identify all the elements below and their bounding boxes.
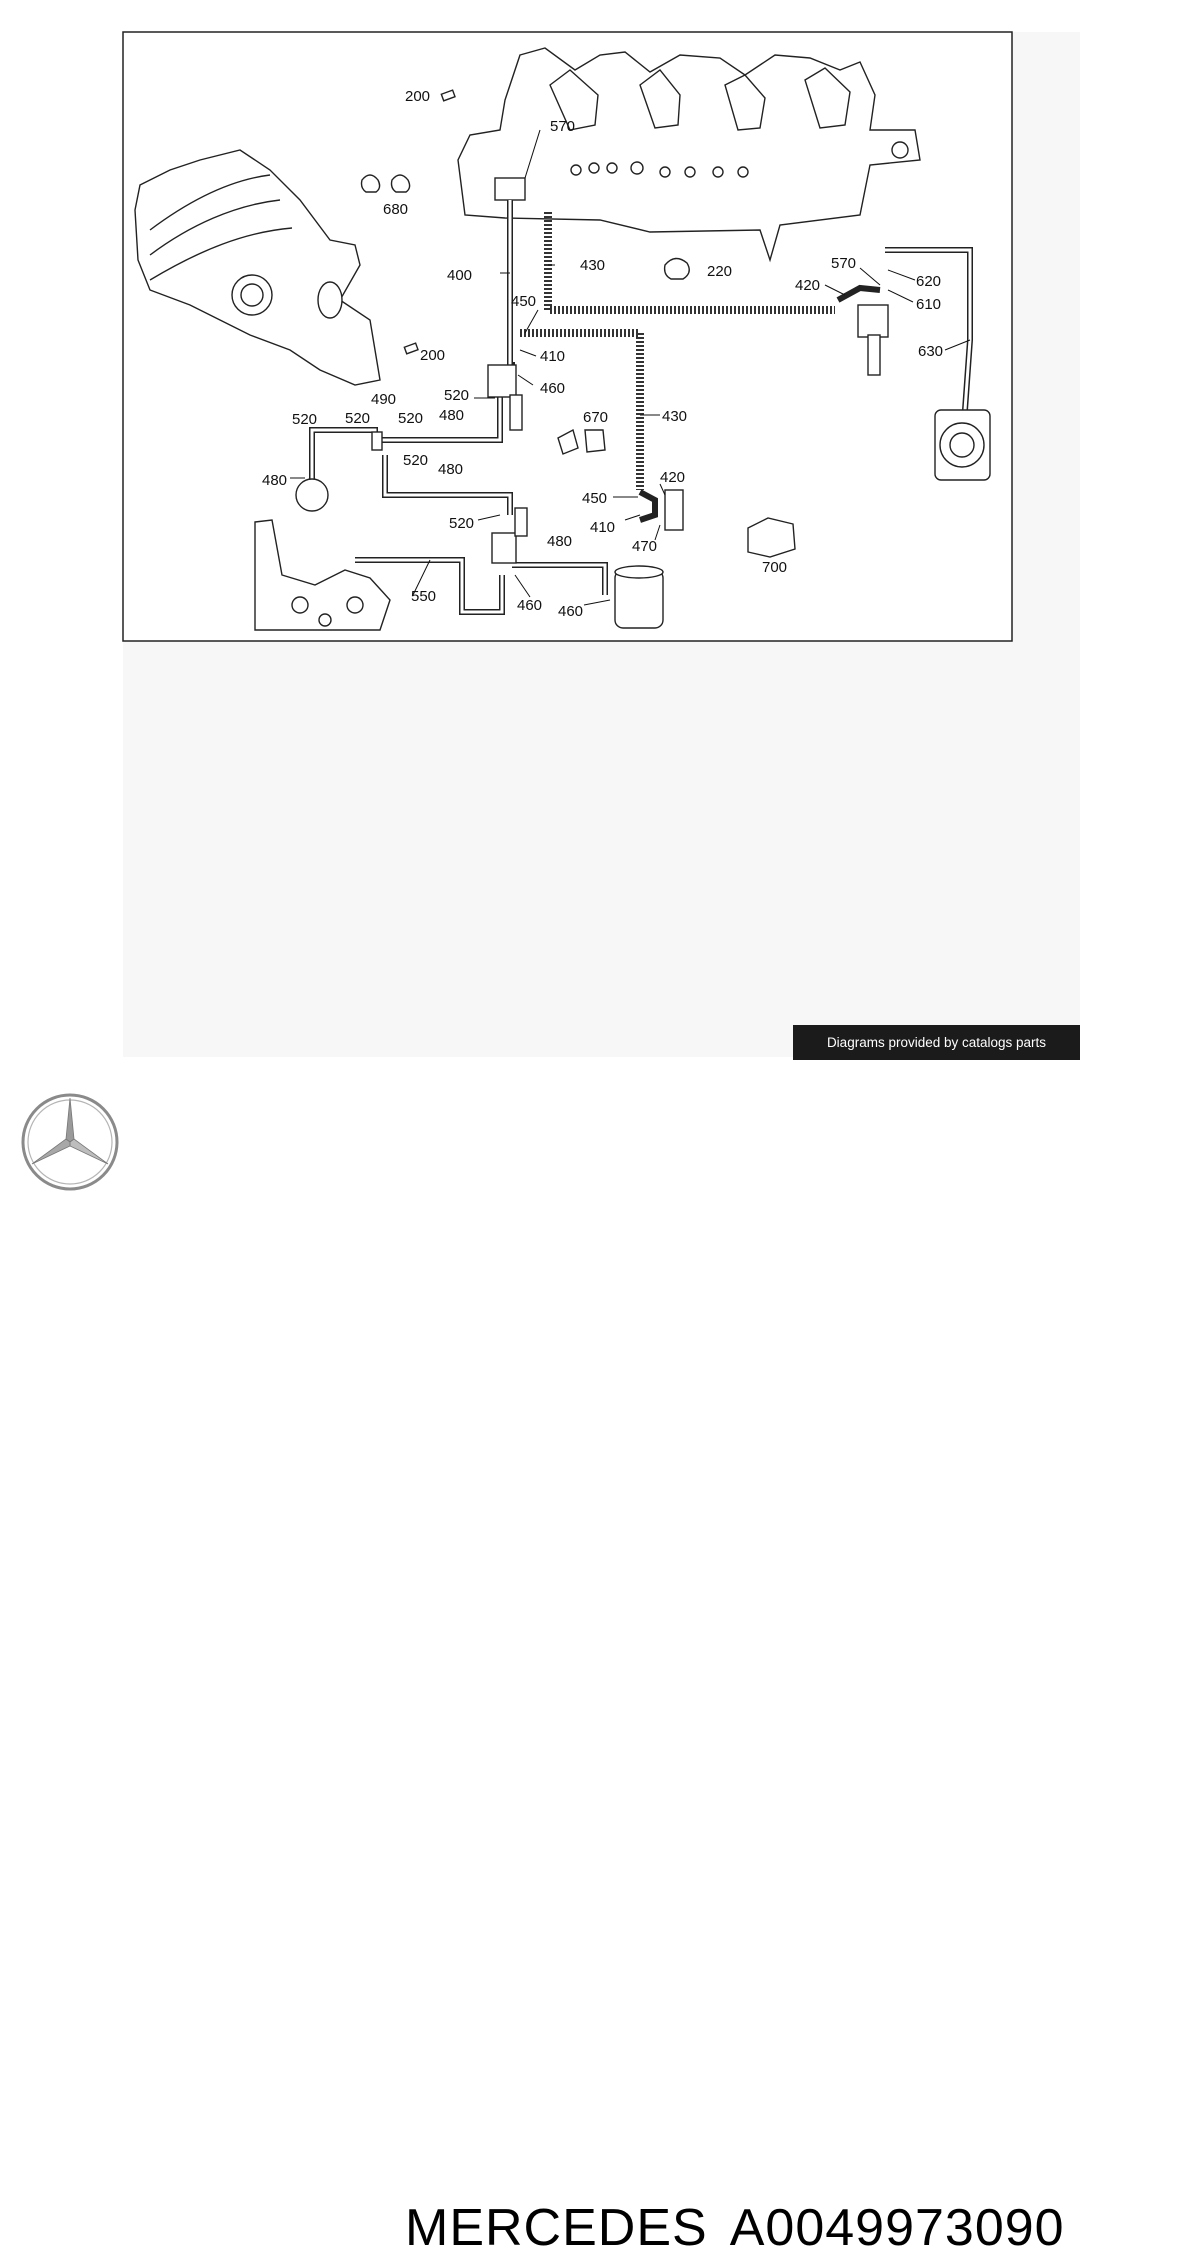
hose-430-upper (544, 212, 835, 314)
vacuum-reservoir-canister (614, 565, 664, 629)
check-valve-470 (664, 489, 684, 531)
callout-670: 670 (583, 409, 608, 426)
callout-200-plug: 200 (405, 88, 430, 105)
callout-550: 550 (411, 588, 436, 605)
vacuum-valve-upper (487, 364, 517, 398)
throttle-body-630 (934, 409, 991, 481)
t-connector-490 (371, 431, 383, 451)
callout-460-canister: 460 (558, 603, 583, 620)
hose-clamp-680-icon (360, 174, 411, 193)
transmission-housing (254, 519, 391, 631)
callout-520-valve: 520 (444, 387, 469, 404)
part-number: A0049973090 (729, 2199, 1065, 2257)
vacuum-valve-lower (491, 532, 517, 564)
callout-630: 630 (918, 343, 943, 360)
callout-200-manifold: 200 (420, 347, 445, 364)
callout-450-lower: 450 (582, 490, 607, 507)
brand-name: MERCEDES (405, 2199, 708, 2257)
hose-430-lower (520, 329, 644, 490)
callout-570-right: 570 (831, 255, 856, 272)
callout-700: 700 (762, 559, 787, 576)
hose-420-lower (638, 489, 658, 523)
leader-lines (290, 129, 971, 606)
hose-420-right (836, 284, 881, 303)
mercedes-star-icon (21, 1093, 119, 1191)
callout-520-lower: 520 (449, 515, 474, 532)
callout-400: 400 (447, 267, 472, 284)
callout-680: 680 (383, 201, 408, 218)
callout-570-upper: 570 (550, 118, 575, 135)
callout-410-upper: 410 (540, 348, 565, 365)
callout-620: 620 (916, 273, 941, 290)
hose-clamp-700-icon (747, 517, 796, 558)
callout-480-middle: 480 (438, 461, 463, 478)
callout-610: 610 (916, 296, 941, 313)
callout-460-lower: 460 (517, 597, 542, 614)
callout-430-upper: 430 (580, 257, 605, 274)
callout-520-reservoir: 480 (262, 472, 287, 489)
callout-470: 470 (632, 538, 657, 555)
callout-480-left: 520 (292, 411, 317, 428)
plug-200-icon (440, 89, 456, 102)
callout-220: 220 (707, 263, 732, 280)
callout-490: 490 (371, 391, 396, 408)
callout-520-tee: 520 (403, 452, 428, 469)
callout-480-lower: 480 (547, 533, 572, 550)
intake-manifold-left (134, 149, 419, 386)
valve-connector-upper (509, 394, 523, 431)
brand-row: MERCEDES A0049973090 (0, 1090, 1200, 2257)
callout-520-left: 520 (345, 410, 370, 427)
intake-manifold-upper (457, 47, 921, 263)
diagram-credit-badge: Diagrams provided by catalogs parts (793, 1025, 1080, 1060)
callout-450-upper: 450 (511, 293, 536, 310)
callout-480-upper: 480 (439, 407, 464, 424)
callout-520-right: 520 (398, 410, 423, 427)
part-title: MERCEDES A0049973090 (405, 2198, 1087, 2258)
callout-420-lower: 420 (660, 469, 685, 486)
callout-420-right: 420 (795, 277, 820, 294)
callout-460-upper: 460 (540, 380, 565, 397)
callout-410-lower: 410 (590, 519, 615, 536)
vacuum-hose-diagram: 200 570 680 400 430 220 200 450 410 460 … (122, 31, 1013, 642)
hose-clamp-220-icon (663, 257, 690, 280)
valve-connector-lower (514, 507, 528, 537)
valve-connector-right (867, 334, 881, 376)
vacuum-valve-right (857, 304, 889, 338)
hose-clamp-670-icon (557, 428, 606, 455)
callout-430-lower: 430 (662, 408, 687, 425)
vacuum-reservoir-small (295, 478, 329, 512)
